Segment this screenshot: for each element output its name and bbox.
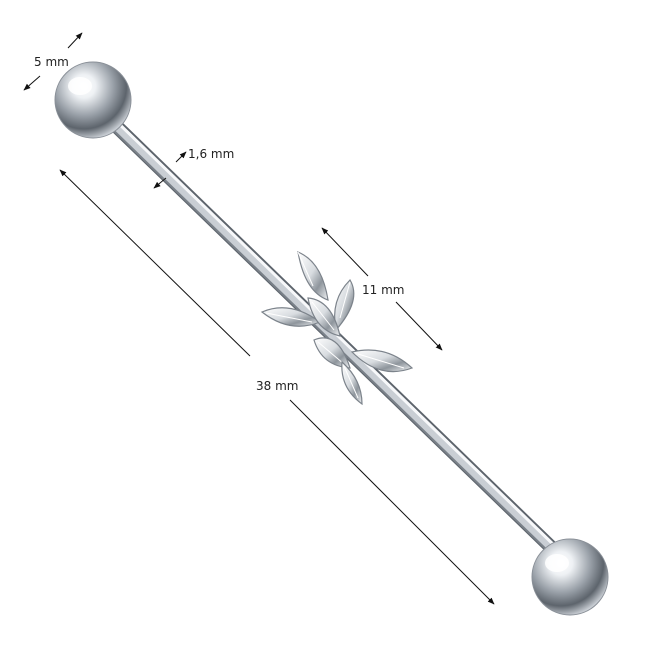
- bar-length-label: 38 mm: [256, 379, 298, 393]
- ball-diameter-label: 5 mm: [34, 55, 69, 69]
- dimension-bar-thickness: 1,6 mm: [153, 147, 234, 189]
- top-ball: [54, 61, 132, 139]
- marquise-stone: [307, 297, 341, 337]
- barbell-rod: [107, 116, 561, 558]
- crystal-ornament: [260, 251, 414, 406]
- marquise-stone: [297, 251, 329, 301]
- marquise-stone: [313, 337, 351, 369]
- ornament-size-label: 11 mm: [362, 283, 404, 297]
- marquise-stone: [334, 279, 355, 332]
- dimension-ball-diameter: 5 mm: [23, 32, 83, 91]
- bar-thickness-label: 1,6 mm: [188, 147, 234, 161]
- marquise-stone: [350, 349, 414, 373]
- marquise-stone: [341, 360, 363, 406]
- bottom-ball: [531, 538, 609, 616]
- dimension-ornament-size: 11 mm: [321, 227, 443, 351]
- dimension-bar-length: 38 mm: [59, 169, 495, 605]
